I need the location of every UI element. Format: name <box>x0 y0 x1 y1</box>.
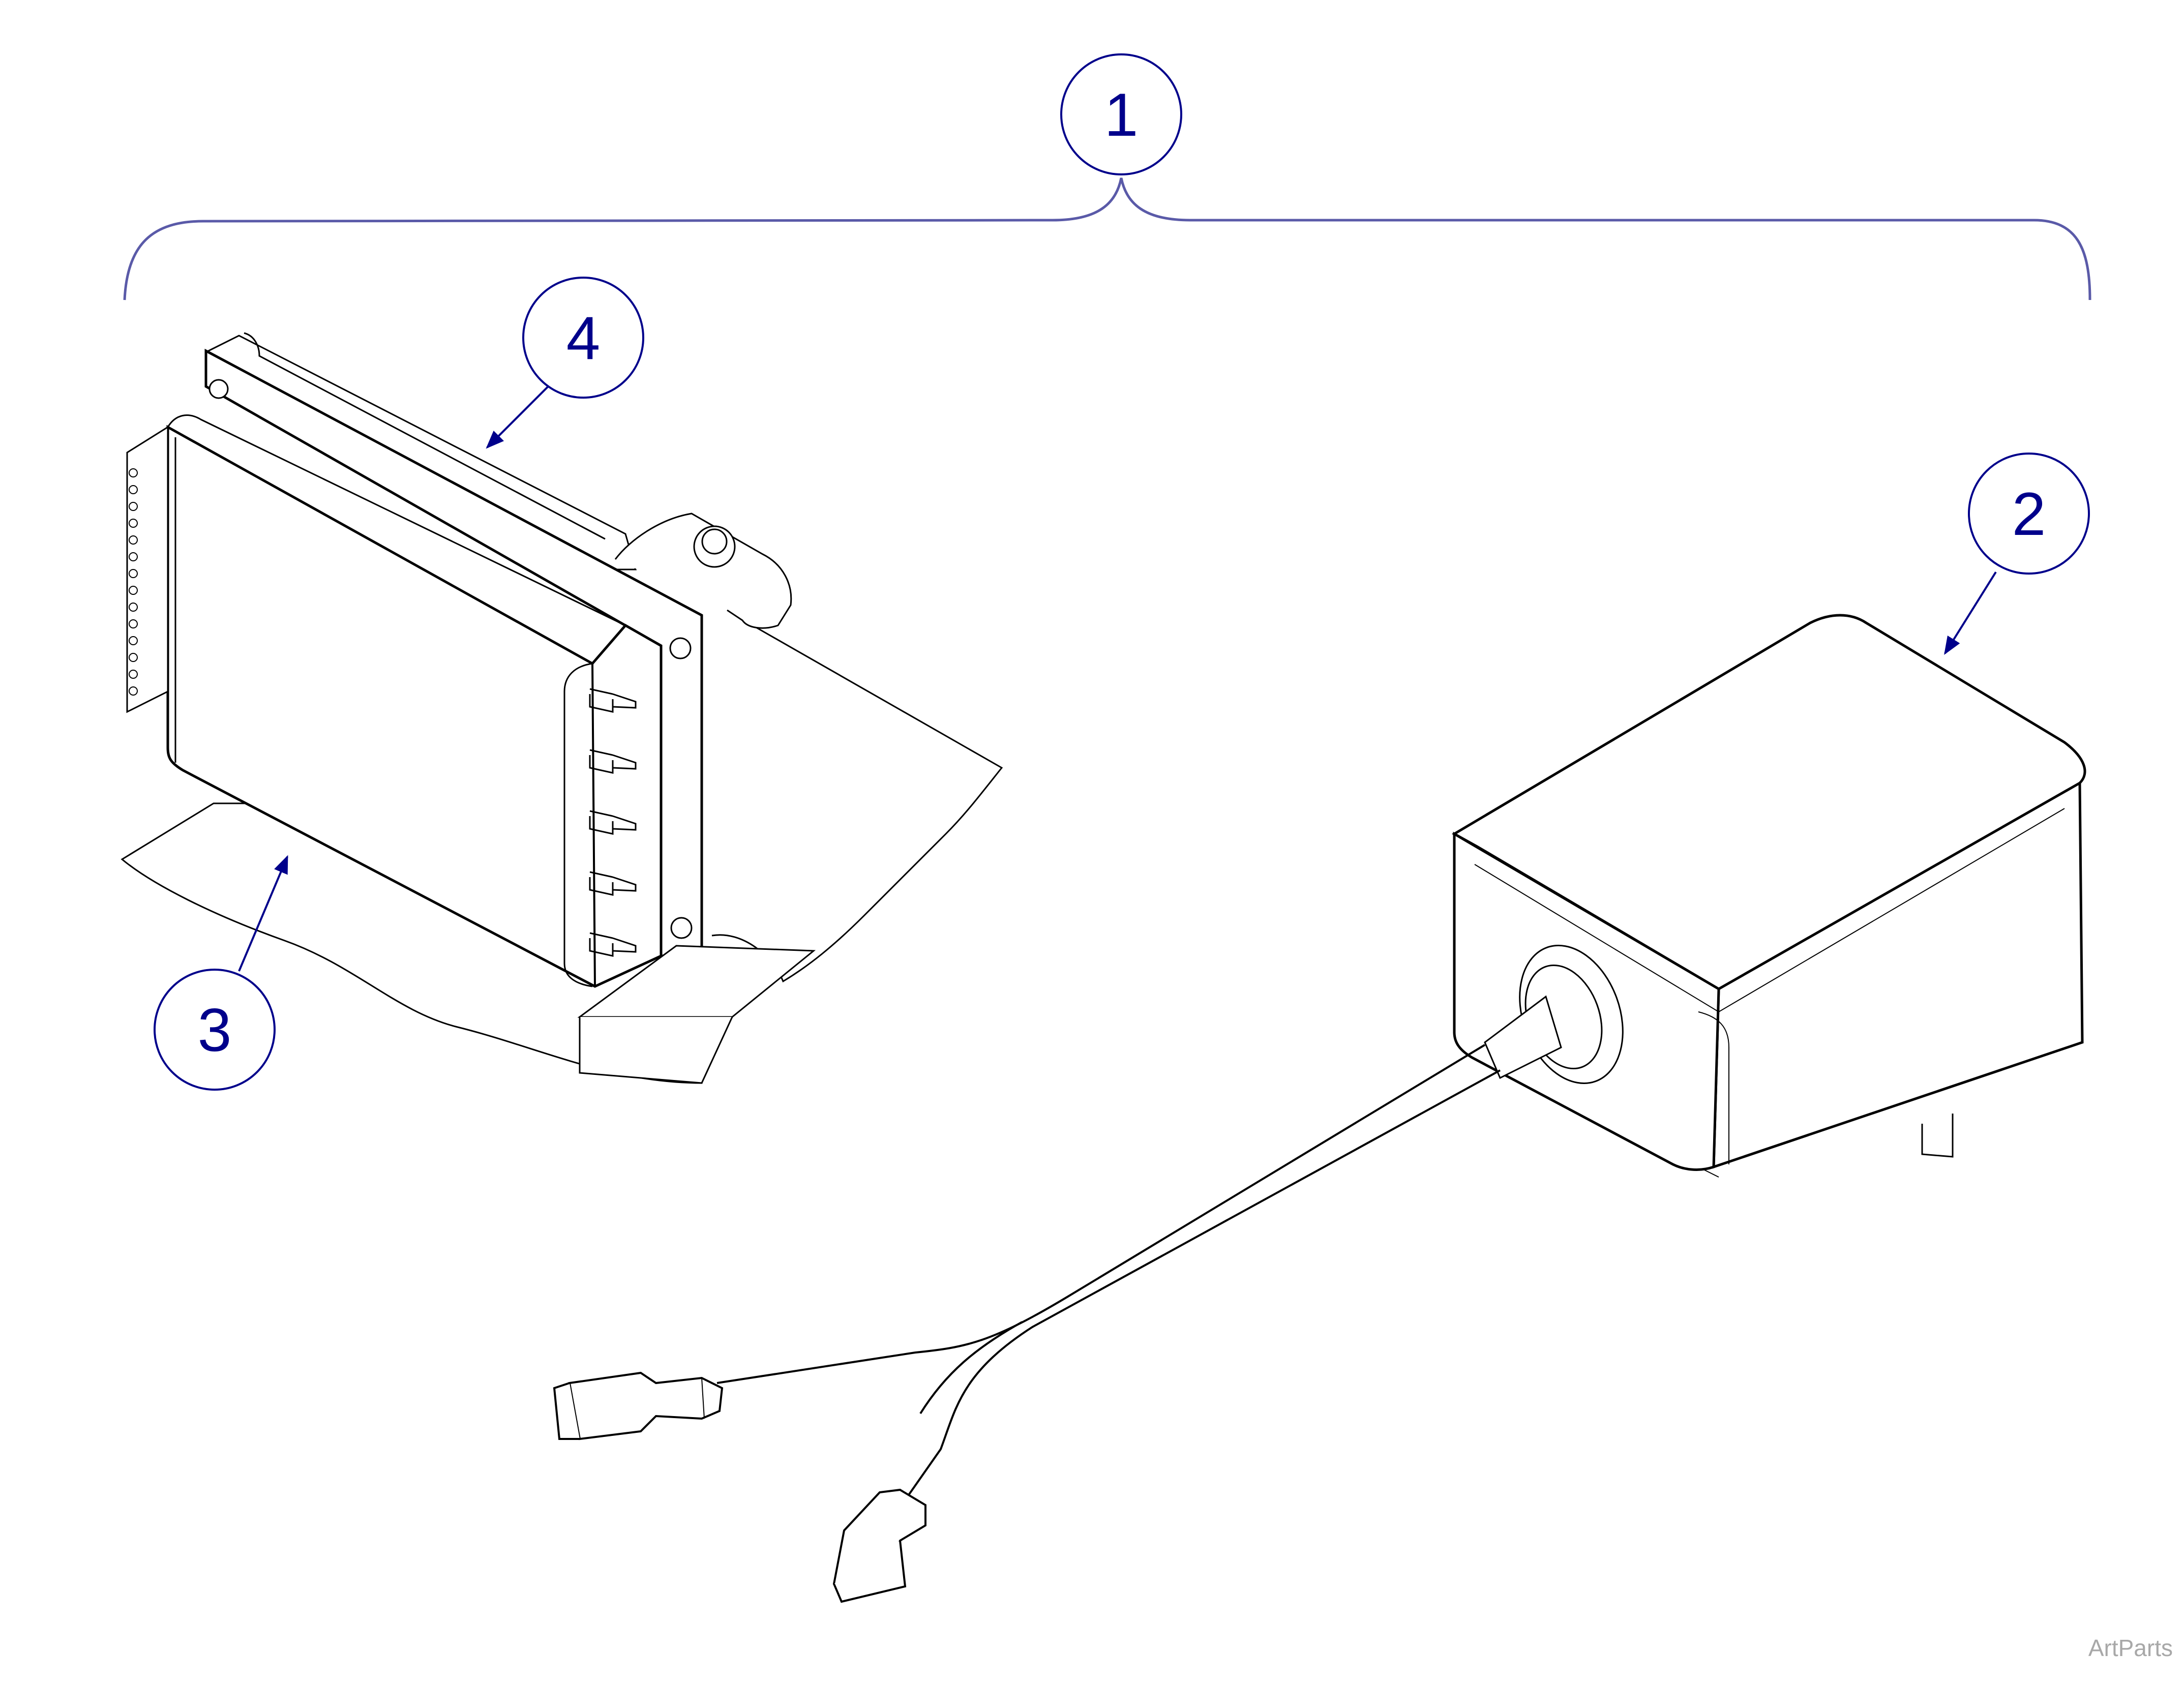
cable-harness <box>716 1044 1501 1501</box>
terminal-dots <box>129 468 138 696</box>
front-connectors <box>589 688 637 957</box>
callout-3: 3 <box>154 855 288 1091</box>
callout-2: 2 <box>1944 453 2090 655</box>
power-supply <box>1451 614 2086 1178</box>
connector-1 <box>553 1371 724 1440</box>
svg-text:4: 4 <box>566 304 601 372</box>
connector-2 <box>832 1488 926 1603</box>
callout-4: 4 <box>486 277 644 449</box>
control-module <box>121 332 1003 1084</box>
svg-text:2: 2 <box>2012 480 2046 548</box>
callout-1: 1 <box>1060 53 1182 175</box>
svg-text:3: 3 <box>198 996 232 1064</box>
watermark: ArtParts <box>2088 1635 2173 1661</box>
assembly-bracket <box>123 177 2091 301</box>
svg-text:1: 1 <box>1104 81 1139 149</box>
